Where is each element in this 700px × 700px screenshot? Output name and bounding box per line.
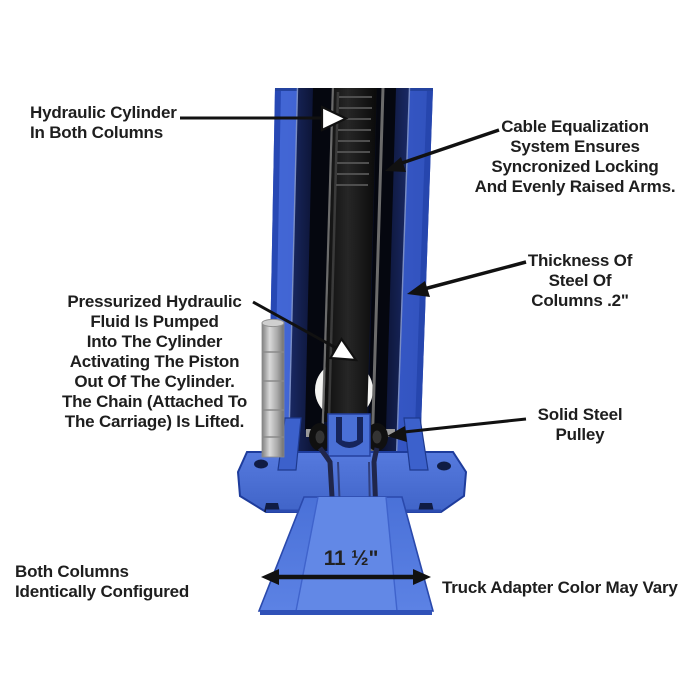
leader-cable-equalization: [385, 128, 500, 172]
measurement-arrow: [261, 569, 431, 585]
label-both-columns: Both Columns Identically Configured: [15, 562, 190, 601]
label-base-width-measurement: 11 ½": [323, 547, 379, 570]
anchor-bolt-hole: [254, 459, 268, 469]
chain-links: [336, 96, 372, 186]
leader-solid-pulley: [387, 417, 527, 442]
label-steel-thickness: Thickness Of Steel Of Columns .2": [527, 251, 633, 310]
label-solid-steel-pulley: Solid Steel Pulley: [537, 405, 623, 444]
leader-hydraulic-cylinder: [180, 105, 349, 132]
pulley-assembly: [306, 413, 395, 457]
label-cable-equalization: Cable Equalization System Ensures Syncro…: [474, 117, 676, 196]
chrome-piston: [261, 318, 285, 458]
leader-pressurized: [252, 300, 359, 362]
anchor-bolt-hole: [437, 461, 451, 471]
leader-thickness: [407, 260, 527, 297]
label-pressurized-fluid: Pressurized Hydraulic Fluid Is Pumped In…: [61, 292, 248, 431]
label-truck-adapter-note: Truck Adapter Color May Vary: [442, 578, 678, 597]
pulley-bracket: [327, 413, 371, 457]
label-hydraulic-cylinder: Hydraulic Cylinder In Both Columns: [30, 103, 177, 142]
hydraulic-cylinder: [324, 88, 377, 422]
floor-ramp: [257, 496, 435, 615]
equalization-cables: [320, 87, 385, 453]
